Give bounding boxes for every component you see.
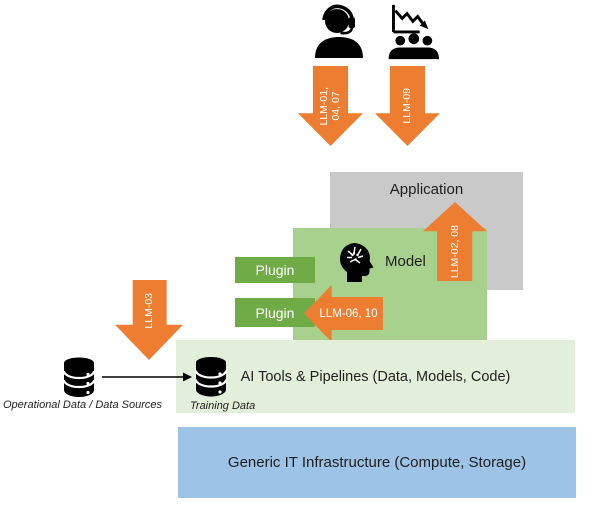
arrow-llm-03: LLM-03 <box>115 280 183 360</box>
arrow-llm-09: LLM-09 <box>375 66 440 146</box>
arrow-label: LLM-02, 08 <box>448 224 461 279</box>
plugin-box-2: Plugin <box>235 298 315 327</box>
arrow-label: LLM-03 <box>142 293 155 329</box>
infrastructure-box: Generic IT Infrastructure (Compute, Stor… <box>178 427 576 498</box>
arrow-label: LLM-01, 04, 07 <box>318 86 343 126</box>
plugin-box-1: Plugin <box>235 257 315 283</box>
operational-data-label: Operational Data / Data Sources <box>3 399 162 411</box>
database-icon-training <box>194 357 228 397</box>
plugin-label: Plugin <box>255 262 295 278</box>
headset-user-icon <box>315 4 363 58</box>
brain-head-icon <box>340 243 374 282</box>
plugin-label: Plugin <box>255 304 295 321</box>
model-label: Model <box>385 253 426 270</box>
ai-tools-box: AI Tools & Pipelines (Data, Models, Code… <box>176 340 575 413</box>
team-declining-chart-icon <box>388 4 439 60</box>
training-data-label: Training Data <box>190 400 256 412</box>
database-icon-operational <box>62 357 96 397</box>
arrow-llm-01-04-07: LLM-01, 04, 07 <box>298 66 363 146</box>
infrastructure-label: Generic IT Infrastructure (Compute, Stor… <box>227 454 527 471</box>
application-label: Application <box>389 181 464 198</box>
ai-tools-label: AI Tools & Pipelines (Data, Models, Code… <box>240 368 511 385</box>
arrow-label: LLM-09 <box>401 88 414 124</box>
data-flow-arrow <box>102 372 192 382</box>
arrow-label: LLM-06, 10 <box>319 307 378 320</box>
